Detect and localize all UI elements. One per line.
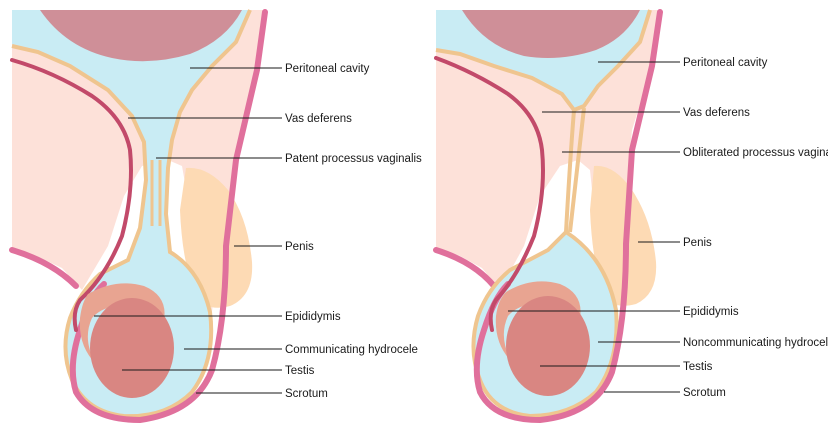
label-right-vas-deferens: Vas deferens bbox=[683, 107, 750, 119]
label-right-hydrocele: Noncommunicating hydrocele bbox=[683, 337, 828, 349]
label-left-vas-deferens: Vas deferens bbox=[285, 113, 352, 125]
label-right-penis: Penis bbox=[683, 237, 712, 249]
testis-shape bbox=[90, 298, 174, 398]
panel-right bbox=[436, 10, 660, 420]
label-left-testis: Testis bbox=[285, 365, 315, 377]
label-left-peritoneal-cavity: Peritoneal cavity bbox=[285, 63, 370, 75]
label-left-hydrocele: Communicating hydrocele bbox=[285, 344, 418, 356]
label-left-penis: Penis bbox=[285, 241, 314, 253]
label-left-processus-vaginalis: Patent processus vaginalis bbox=[285, 153, 422, 165]
label-left-scrotum: Scrotum bbox=[285, 388, 328, 400]
label-right-processus-vaginalis: Obliterated processus vaginalis bbox=[683, 147, 828, 159]
panel-left bbox=[12, 10, 265, 420]
label-right-epididymis: Epididymis bbox=[683, 306, 739, 318]
label-left-epididymis: Epididymis bbox=[285, 311, 341, 323]
label-right-scrotum: Scrotum bbox=[683, 387, 726, 399]
label-right-peritoneal-cavity: Peritoneal cavity bbox=[683, 57, 768, 69]
label-right-testis: Testis bbox=[683, 361, 713, 373]
